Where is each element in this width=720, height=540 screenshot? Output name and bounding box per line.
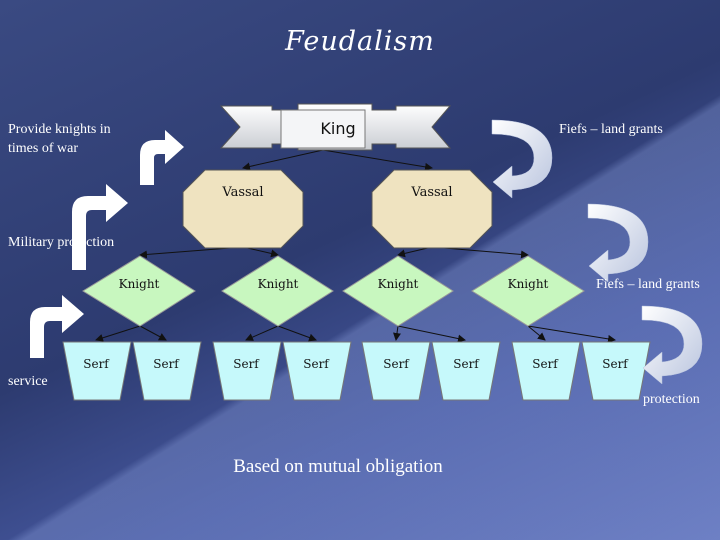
bent-up-arrow-icon (140, 130, 184, 185)
serf-trapezoid (431, 341, 501, 401)
serf-node-1: Serf (62, 341, 132, 401)
knight-node-2: Knight (221, 255, 334, 327)
connector-knight-serf-3 (245, 325, 279, 341)
serf-trapezoid (511, 341, 581, 401)
knight-node-1: Knight (82, 255, 196, 327)
connector-knight-serf-4 (277, 325, 317, 342)
serf-trapezoid (212, 341, 282, 401)
serf-label: Serf (153, 357, 180, 371)
king-node: King (219, 103, 452, 151)
right-arrows (491, 119, 703, 385)
connector-knight-serf-2 (139, 325, 167, 341)
slide-title: Feudalism (285, 26, 435, 57)
footer-caption: Based on mutual obligation (233, 456, 443, 477)
annotation-service: service (8, 374, 48, 389)
bent-up-arrow-icon (30, 295, 84, 358)
serf-label: Serf (532, 357, 559, 371)
knight-diamond (221, 255, 334, 327)
serf-node-6: Serf (431, 341, 501, 401)
vassal-octagon (182, 169, 304, 249)
serf-node-4: Serf (282, 341, 352, 401)
connector-knight-serf-6 (397, 325, 466, 343)
left-arrows (30, 130, 184, 358)
annotation-fiefs-2: Fiefs – land grants (596, 277, 700, 292)
knight-diamond (342, 255, 454, 327)
connector-knight-serf-8 (527, 325, 616, 343)
serf-node-5: Serf (361, 341, 431, 401)
serf-trapezoid (282, 341, 352, 401)
king-banner-center (280, 109, 366, 149)
annotation-protection: protection (643, 392, 700, 407)
annotation-fiefs-1: Fiefs – land grants (559, 122, 663, 137)
king-label: King (320, 119, 355, 138)
knight-diamond (82, 255, 196, 327)
serf-node-2: Serf (132, 341, 202, 401)
serf-trapezoid (581, 341, 651, 401)
serf-label: Serf (453, 357, 480, 371)
serf-node-7: Serf (511, 341, 581, 401)
knight-label: Knight (119, 277, 160, 291)
vassal-node-2: Vassal (371, 169, 493, 249)
curved-down-arrow-icon (641, 305, 703, 385)
annotation-military-protection: Military protection (8, 235, 115, 250)
connector-knight-serf-5 (393, 325, 401, 341)
connector-knight-serf-7 (527, 325, 546, 341)
connector-king-vassal-2 (322, 149, 433, 171)
knight-label: Knight (258, 277, 299, 291)
knight-label: Knight (378, 277, 419, 291)
serf-trapezoid (62, 341, 132, 401)
vassal-label: Vassal (221, 185, 263, 200)
vassal-label: Vassal (410, 185, 452, 200)
serf-label: Serf (383, 357, 410, 371)
annotation-provide-knights: Provide knights in times of war (8, 122, 111, 156)
serf-trapezoid (361, 341, 431, 401)
serf-node-3: Serf (212, 341, 282, 401)
curved-down-arrow-icon (587, 203, 649, 283)
curved-down-arrow-icon (491, 119, 553, 199)
vassal-octagon (371, 169, 493, 249)
serf-label: Serf (303, 357, 330, 371)
knight-diamond (471, 255, 585, 327)
knight-node-4: Knight (471, 255, 585, 327)
vassal-node-1: Vassal (182, 169, 304, 249)
connector-king-vassal-1 (242, 149, 324, 171)
knight-node-3: Knight (342, 255, 454, 327)
serf-label: Serf (83, 357, 110, 371)
knight-label: Knight (508, 277, 549, 291)
serf-label: Serf (602, 357, 629, 371)
connector-knight-serf-1 (95, 325, 141, 342)
serf-node-8: Serf (581, 341, 651, 401)
bent-up-arrow-icon (72, 184, 128, 270)
serf-trapezoid (132, 341, 202, 401)
serf-label: Serf (233, 357, 260, 371)
